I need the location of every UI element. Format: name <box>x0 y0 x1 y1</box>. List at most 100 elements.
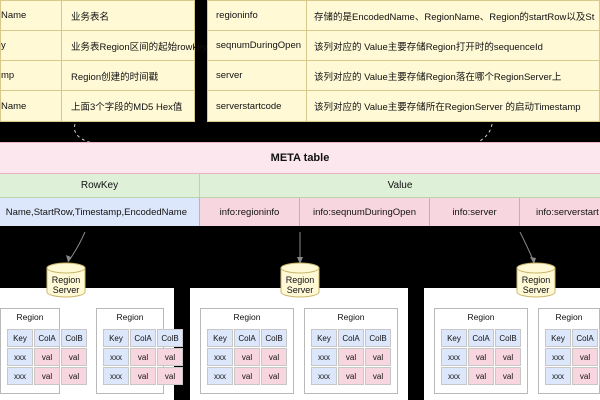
left-table-row: mp Region创建的时间戳 <box>1 61 194 91</box>
region-header-cell: ColA <box>572 329 598 347</box>
region-key-cell: xxx <box>103 367 129 385</box>
rowkey-cell: Name,StartRow,Timestamp,EncodedName <box>0 198 200 226</box>
region-value-cell: val <box>234 348 260 366</box>
right-table-value: 该列对应的 Value主要存储所在RegionServer 的启动Timesta… <box>314 102 581 113</box>
rowkey-cell-text: Name,StartRow,Timestamp,EncodedName <box>5 206 187 218</box>
region-title: Region <box>337 312 365 322</box>
region-server-cylinder: Region Server <box>46 262 86 298</box>
region-header-cell: Key <box>545 329 571 347</box>
region-title: Region <box>16 312 44 322</box>
region-header-cell: Key <box>7 329 33 347</box>
region-header-cell: Key <box>103 329 129 347</box>
rowkey-header: RowKey <box>0 174 200 198</box>
region-key-cell: xxx <box>441 348 467 366</box>
region-value-cell: val <box>234 367 260 385</box>
region-value-cell: val <box>338 367 364 385</box>
value-header: Value <box>200 174 600 198</box>
right-table-key: serverstartcode <box>216 100 282 112</box>
dashed-connector-lines <box>73 123 493 147</box>
region-value-cell: val <box>34 348 60 366</box>
arrows-to-servers <box>66 231 536 264</box>
right-table-row: regioninfo 存储的是EncodedName、RegionName、Re… <box>208 1 599 31</box>
database-icon <box>46 262 86 298</box>
region-header-cell: ColB <box>495 329 521 347</box>
region-value-cell: val <box>495 367 521 385</box>
server-label-line1: Region <box>521 275 551 285</box>
region-header-cell: ColB <box>157 329 183 347</box>
value-cell-text: info:server <box>452 206 497 218</box>
region-value-cell: val <box>157 367 183 385</box>
region-value-cell: val <box>468 367 494 385</box>
region-key-cell: xxx <box>7 367 33 385</box>
value-cell-text: info:seqnumDuringOpen <box>313 206 416 218</box>
value-cell: info:seqnumDuringOpen <box>300 198 430 226</box>
left-table-value: 业务表名 <box>71 11 110 23</box>
region-header-cell: ColB <box>61 329 87 347</box>
region-key-cell: xxx <box>545 348 571 366</box>
left-table-value: Region创建的时间戳 <box>71 71 159 83</box>
right-table-key: regioninfo <box>216 10 258 21</box>
left-table-row: y 业务表Region区间的起始rowkey <box>1 31 207 61</box>
left-table-value: 上面3个字段的MD5 Hex值 <box>71 102 183 113</box>
left-table-key: mp <box>1 70 15 81</box>
region-header-cell: ColB <box>365 329 391 347</box>
server-label-line2: Server <box>286 285 314 295</box>
region-header-cell: ColA <box>338 329 364 347</box>
region-value-cell: val <box>261 367 287 385</box>
meta-table-title: META table <box>0 142 600 174</box>
value-cell-text: info:regioninfo <box>219 206 280 218</box>
database-icon <box>280 262 320 298</box>
left-table-row: Name 业务表名 <box>1 1 194 31</box>
value-header-label: Value <box>387 180 413 191</box>
region-key-cell: xxx <box>311 348 337 366</box>
right-table-value: 该列对应的 Value主要存储Region落在哪个RegionServer上 <box>314 71 562 83</box>
meta-table-title-text: META table <box>270 152 330 164</box>
server-label-line2: Server <box>52 285 80 295</box>
region-key-cell: xxx <box>311 367 337 385</box>
server-label-line1: Region <box>285 275 315 285</box>
region-header-cell: Key <box>207 329 233 347</box>
region-title: Region <box>233 312 261 322</box>
region-header-cell: Key <box>441 329 467 347</box>
region-server-cylinder: Region Server <box>280 262 320 298</box>
region-value-cell: val <box>365 367 391 385</box>
region-title: Region <box>116 312 144 322</box>
region-value-cell: val <box>130 367 156 385</box>
region-key-cell: xxx <box>545 367 571 385</box>
server-label-line1: Region <box>51 275 81 285</box>
region-value-cell: val <box>261 348 287 366</box>
right-table-row: seqnumDuringOpen 该列对应的 Value主要存储Region打开… <box>208 31 599 61</box>
region-title: Region <box>467 312 495 322</box>
left-table-value: 业务表Region区间的起始rowkey <box>71 41 208 53</box>
value-cell: info:server <box>430 198 520 226</box>
region-value-cell: val <box>34 367 60 385</box>
region-key-cell: xxx <box>7 348 33 366</box>
value-cell: info:serverstart <box>520 198 600 226</box>
rowkey-header-label: RowKey <box>80 180 119 191</box>
server-label-line2: Server <box>522 285 550 295</box>
region-value-cell: val <box>572 348 598 366</box>
region-value-cell: val <box>130 348 156 366</box>
region-header-cell: ColB <box>261 329 287 347</box>
region-value-cell: val <box>468 348 494 366</box>
region-value-cell: val <box>572 367 598 385</box>
region-server-cylinder: Region Server <box>516 262 556 298</box>
region-header-cell: Key <box>311 329 337 347</box>
region-key-cell: xxx <box>207 367 233 385</box>
database-icon <box>516 262 556 298</box>
left-table-key: y <box>1 40 6 51</box>
left-table-row: Name 上面3个字段的MD5 Hex值 <box>1 91 194 121</box>
region-key-cell: xxx <box>103 348 129 366</box>
value-cell: info:regioninfo <box>200 198 300 226</box>
right-table-row: serverstartcode 该列对应的 Value主要存储所在RegionS… <box>208 91 599 121</box>
right-table-key: server <box>216 70 243 81</box>
right-table-key: seqnumDuringOpen <box>216 40 302 51</box>
region-value-cell: val <box>61 367 87 385</box>
left-definition-table: Name 业务表名 y 业务表Region区间的起始rowkey mp Regi… <box>0 0 207 122</box>
region-header-cell: ColA <box>130 329 156 347</box>
region-value-cell: val <box>495 348 521 366</box>
